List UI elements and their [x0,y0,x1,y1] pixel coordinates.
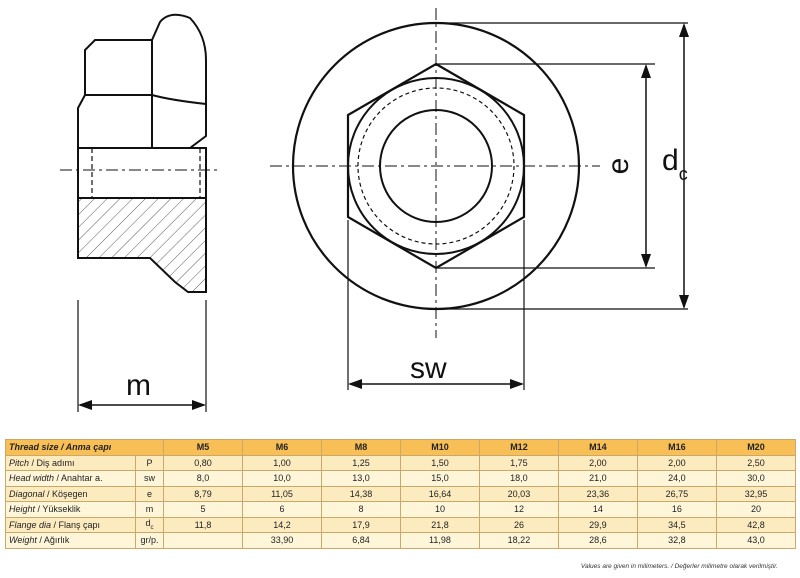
value-cell: 33,90 [242,532,322,549]
value-cell: 21,0 [557,470,638,487]
value-cell: 20,03 [478,485,559,502]
value-cell: 18,22 [478,532,559,549]
header-label: Thread size / Anma çapı [4,439,165,456]
row-symbol: P [134,454,165,471]
dimension-m [78,400,206,410]
value-cell: 16 [636,501,717,518]
dimension-dc [679,23,689,309]
value-cell: 15,0 [399,470,480,487]
size-header: M6 [242,439,322,456]
size-header: M16 [636,439,717,456]
row-symbol: m [134,501,165,518]
header-row: Thread size / Anma çapı M5 M6 M8 M10 M12… [4,439,797,456]
dimension-sw [348,379,524,389]
value-cell: 1,00 [242,454,322,471]
value-cell: 6,84 [320,532,401,549]
row-label: Head width / Anahtar a. [5,470,136,487]
value-cell: 11,98 [399,532,480,549]
row-label: Height / Yükseklik [5,501,136,518]
size-header: M10 [399,439,480,456]
value-cell: 14,38 [320,485,401,502]
size-header: M5 [163,439,243,456]
value-cell: 13,0 [320,470,401,487]
value-cell: 11,05 [242,485,322,502]
value-cell: 14,2 [242,516,322,533]
value-cell: 30,0 [715,470,797,487]
value-cell: 0,80 [163,454,243,471]
label-sw: sw [410,352,447,385]
value-cell: 34,5 [636,516,717,533]
row-label: Flange dia / Flanş çapı [5,516,136,533]
value-cell: 11,8 [163,516,243,533]
row-label: Diagonal / Köşegen [5,485,136,502]
value-cell: 2,00 [557,454,638,471]
value-cell: 23,36 [557,485,638,502]
value-cell: 17,9 [320,516,401,533]
value-cell: 32,8 [636,532,717,549]
value-cell: 16,64 [399,485,480,502]
value-cell: 5 [163,501,243,518]
row-symbol: sw [134,470,165,487]
value-cell: 10,0 [242,470,322,487]
size-header: M14 [557,439,638,456]
value-cell: 26,75 [636,485,717,502]
label-dc-subscript: c [679,164,688,184]
value-cell: 12 [478,501,559,518]
size-header: M12 [478,439,559,456]
value-cell: 8,79 [163,485,243,502]
label-e: e [602,158,635,175]
value-cell: 32,95 [715,485,797,502]
side-view [60,13,220,412]
value-cell [163,532,243,549]
row-label: Weight / Ağırlık [5,532,136,549]
label-dc: dc [662,144,688,184]
size-header: M20 [715,439,797,456]
row-symbol: dc [134,516,165,533]
dimension-e [641,64,651,268]
value-cell: 14 [557,501,638,518]
value-cell: 26 [478,516,559,533]
value-cell: 18,0 [478,470,559,487]
spec-table: Thread size / Anma çapı M5 M6 M8 M10 M12… [4,439,797,549]
value-cell: 24,0 [636,470,717,487]
units-note: Values are given in milimeters. / Değerl… [580,563,778,570]
value-cell: 20 [715,501,797,518]
size-header: M8 [320,439,401,456]
value-cell: 8,0 [163,470,243,487]
value-cell: 43,0 [715,532,797,549]
value-cell: 21,8 [399,516,480,533]
row-symbol: e [134,485,165,502]
value-cell: 2,50 [715,454,797,471]
front-view [270,8,688,390]
row-symbol: gr/p. [134,532,165,549]
value-cell: 2,00 [636,454,717,471]
flange-nut-technical-drawing: m sw e dc [60,8,689,412]
value-cell: 1,50 [399,454,480,471]
value-cell: 29,9 [557,516,638,533]
value-cell: 6 [242,501,322,518]
value-cell: 42,8 [715,516,797,533]
value-cell: 1,75 [478,454,559,471]
label-m: m [126,369,151,402]
value-cell: 28,6 [557,532,638,549]
row-label: Pitch / Diş adımı [5,454,136,471]
value-cell: 10 [399,501,480,518]
value-cell: 1,25 [320,454,401,471]
value-cell: 8 [320,501,401,518]
